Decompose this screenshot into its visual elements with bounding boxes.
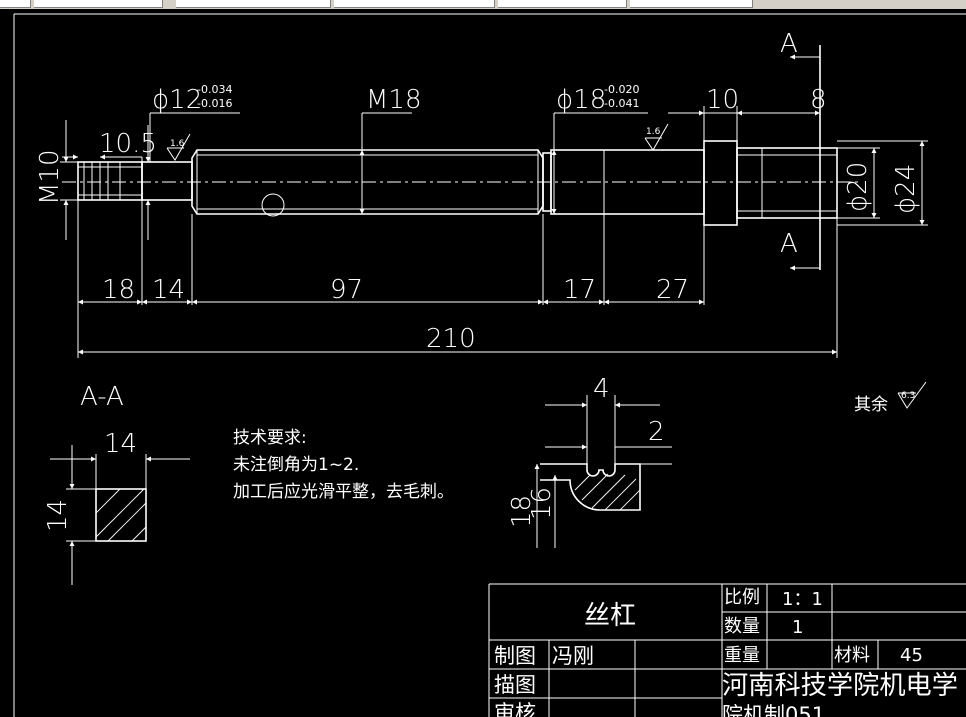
dim-10-5: 10.5 [99,129,157,159]
part-name: 丝杠 [584,601,636,631]
dim-phi12-tol-upper: -0.034 [197,83,232,96]
section-height-14: 14 [43,499,73,532]
dim-210: 210 [426,324,476,354]
weight-label: 重量 [724,645,760,666]
dim-phi20: ϕ20 [843,162,873,212]
dim-phi18: ϕ18 [556,85,606,115]
roughness-1-6-b: 1.6 [646,127,661,137]
section-width-14: 14 [104,429,137,459]
section-label-a-top: A [780,29,798,59]
drawing-border [13,13,966,717]
section-label-a-bottom: A [780,229,798,259]
notes-title: 技术要求: [233,428,307,448]
quantity-value: 1 [792,617,803,638]
dim-phi12-tol-lower: -0.016 [197,97,232,110]
tab-4[interactable] [334,0,495,8]
roughness-6-3: 6.3 [901,391,915,401]
scale-value: 1：1 [782,589,823,610]
title-block: 丝杠 比例 1：1 数量 1 重量 材料 45 制图 冯刚 描图 审核 河南科技… [488,583,966,717]
tab-6[interactable] [630,0,753,8]
material-label: 材料 [834,645,870,666]
notes-line-2: 加工后应光滑平整，去毛刺。 [233,482,454,502]
dim-m10: M10 [35,149,65,205]
shaft-outline [62,140,860,226]
tab-5[interactable] [498,0,627,8]
roughness-1-6-a: 1.6 [170,139,185,149]
cad-drawing-canvas[interactable]: 18 14 97 17 27 210 ϕ12 -0.034 -0.016 M18… [0,9,966,717]
dim-10: 10 [706,85,739,115]
school-name-line-1: 河南科技学院机电学 [722,671,958,701]
school-name-line-2: 院机制051 [722,703,825,717]
quantity-label: 数量 [724,616,760,637]
section-a-a: A-A 14 14 [43,382,190,585]
technical-notes: 技术要求: 未注倒角为1~2. 加工后应光滑平整，去毛刺。 [233,428,454,502]
window-tab-bar [0,0,966,9]
dim-phi18-tol-upper: -0.020 [604,83,639,96]
groove-depth-2: 2 [648,417,665,447]
dim-14: 14 [152,275,185,305]
remaining-roughness-label: 其余 [854,395,888,415]
groove-width-4: 4 [593,374,610,404]
dim-8: 8 [810,85,827,115]
roughness-symbols: 1.6 1.6 [166,123,669,161]
dim-m18: M18 [366,85,422,115]
extension-lines [60,106,928,358]
section-title: A-A [80,382,124,412]
groove-dim-18: 18 [507,495,537,528]
material-value: 45 [900,645,923,666]
groove-dim-16: 16 [527,487,557,520]
dim-phi24: ϕ24 [891,164,921,214]
dim-27: 27 [656,275,689,305]
drawn-by-label: 制图 [494,644,536,668]
tab-1[interactable] [0,0,31,8]
horizontal-dimensions: 18 14 97 17 27 210 [78,275,837,355]
section-markers: A A [780,29,821,271]
drawn-by-name: 冯刚 [552,644,594,668]
dim-18: 18 [102,275,135,305]
scale-label: 比例 [724,587,760,608]
remaining-roughness: 其余 6.3 [854,381,927,415]
dim-phi12: ϕ12 [152,85,202,115]
notes-line-1: 未注倒角为1~2. [233,455,359,475]
dim-17: 17 [563,275,596,305]
tab-2[interactable] [34,0,163,8]
dim-97: 97 [330,275,363,305]
groove-detail: 4 2 18 16 [507,374,672,548]
traced-by-label: 描图 [494,673,536,697]
checked-by-label: 审核 [494,701,536,717]
tab-3[interactable] [176,0,331,8]
top-dimensions: ϕ12 -0.034 -0.016 M18 ϕ18 -0.020 -0.041 … [35,83,925,240]
dim-phi18-tol-lower: -0.041 [604,97,639,110]
